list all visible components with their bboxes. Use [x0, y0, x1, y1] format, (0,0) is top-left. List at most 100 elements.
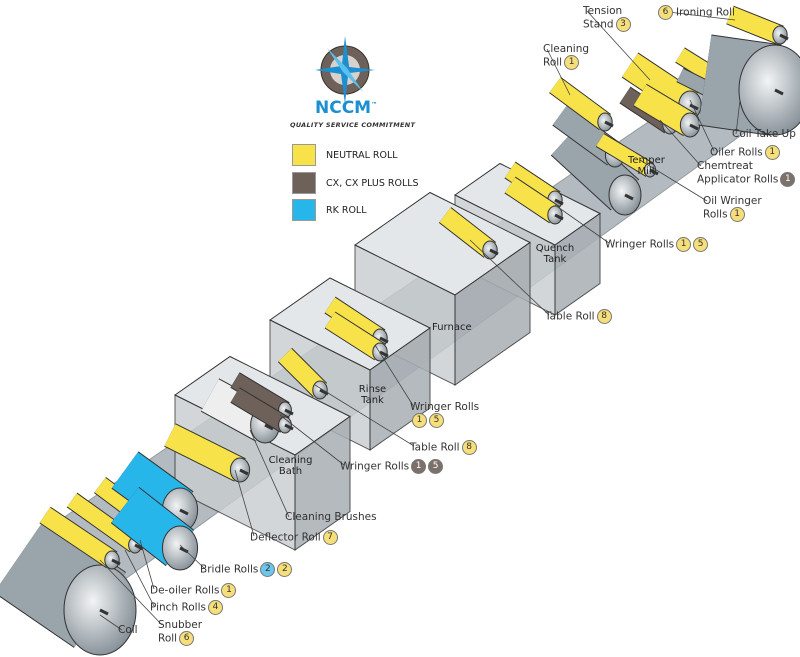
- callout-text: Ironing Roll: [676, 6, 735, 19]
- callout-badge-neutral: 7: [322, 530, 338, 545]
- table-roll-body: [439, 207, 496, 258]
- table-roll-shaft: [319, 388, 329, 396]
- legend-item-neutral: NEUTRAL ROLL: [292, 144, 398, 166]
- deflector-roll-shaft: [239, 468, 249, 476]
- coil-leader: [99, 614, 123, 631]
- furnace-side: [454, 241, 531, 386]
- cleaning-roll-shaft: [604, 120, 614, 128]
- quench-tank-side: [554, 212, 601, 316]
- callout-text: Bridle Rolls: [200, 563, 259, 576]
- chemtreat-applicator-rolls-leader: [659, 119, 702, 167]
- wringer-roll: [324, 296, 389, 348]
- table-roll: [438, 207, 499, 260]
- coil-shaft: [99, 608, 109, 616]
- snubber-roll-body: [39, 507, 118, 568]
- deflector-roll-leader: [234, 469, 255, 537]
- callout-badge-cx: 5: [428, 459, 444, 474]
- ironing-roll: [726, 5, 789, 45]
- oil-wringer-roll-body: [596, 133, 654, 177]
- snubber-roll: [39, 506, 121, 570]
- tension-stand-roll-shaft: [689, 103, 699, 111]
- wringer-roll-shaft: [284, 423, 294, 431]
- quench-tank-label: Quench Tank: [535, 243, 575, 265]
- legend-swatch: [292, 199, 316, 221]
- ironing-roll-body: [726, 6, 784, 44]
- callout-badge-neutral: 3: [615, 17, 631, 32]
- wringer-roll-body: [230, 373, 290, 417]
- trademark: ™: [371, 101, 378, 109]
- callout-badge-rk: 2: [260, 562, 276, 577]
- wringer-roll: [324, 311, 389, 362]
- deflector-roll: [164, 423, 251, 483]
- oil-wringer-rolls-leader: [639, 159, 708, 202]
- snubber-roll-shaft: [111, 558, 121, 566]
- wringer-roll-shaft: [379, 350, 389, 358]
- callout-badge-neutral: 4: [208, 600, 223, 615]
- wringer-roll-body: [230, 388, 290, 432]
- temper-mill-roll-shaft: [624, 193, 634, 201]
- oil-wringer-roll: [595, 133, 659, 178]
- callout-badge-neutral: 8: [596, 309, 612, 324]
- bridle-rolls-leader: [179, 544, 205, 569]
- compass-rose-icon: [315, 36, 375, 104]
- callout-badge-neutral: 1: [764, 145, 780, 160]
- callout-text: Coil Take Up: [732, 128, 796, 140]
- cleaning-bath-label: Cleaning Bath: [268, 455, 313, 477]
- callout-text: Coil: [118, 624, 138, 636]
- rinse-tank-label: Rinse Tank: [358, 384, 387, 406]
- cleaning-brushes-leader: [249, 429, 290, 518]
- wringer-roll-body: [325, 297, 385, 346]
- deflector-roll-body: [164, 424, 246, 481]
- callout-badge-neutral: 6: [658, 5, 673, 20]
- temper-mill-label: Temper Mill: [628, 155, 665, 177]
- snubber-roll-leader: [99, 559, 163, 626]
- wringer-roll: [504, 176, 564, 225]
- wringer-rolls-quench-leader: [554, 204, 610, 244]
- callout-coil: Coil: [118, 624, 138, 636]
- pinch-roll-shaft: [134, 543, 144, 551]
- callout-text: Table Roll: [545, 310, 595, 323]
- logo-name-text: NCCM: [315, 98, 372, 118]
- cleaning-brushes-shaft: [264, 423, 274, 431]
- cleaning-bath-side: [294, 415, 351, 551]
- callout-badge-neutral: 1: [676, 237, 692, 252]
- callout-badge-neutral: 1: [729, 207, 745, 222]
- temper-mill-roll: [550, 124, 642, 216]
- coil-take-up: [698, 34, 800, 136]
- table-roll-shaft: [489, 248, 499, 256]
- bridle-roll: [111, 451, 199, 533]
- furnace-label: Furnace: [432, 322, 472, 333]
- coil-take-up-end: [738, 44, 800, 136]
- rinse-tank-side: [369, 327, 431, 451]
- callout-text: Wringer Rolls: [340, 460, 410, 473]
- legend-label: NEUTRAL ROLL: [326, 149, 398, 161]
- callout-badge-neutral: 5: [693, 237, 709, 252]
- callout-badge-neutral: 6: [179, 631, 195, 646]
- wringer-roll-body: [505, 177, 560, 223]
- callout-badge-neutral: 8: [461, 440, 477, 455]
- legend-label: RK ROLL: [326, 204, 367, 216]
- callout-text: Pinch Rolls: [150, 601, 206, 614]
- pinch-rolls-leader: [124, 549, 155, 607]
- oil-wringer-roll-shaft: [649, 168, 659, 176]
- cleaning-roll-body: [549, 77, 611, 130]
- callout-text: Cleaning Brushes: [285, 511, 377, 523]
- callout-text: Wringer Rolls: [605, 238, 675, 251]
- coil: [0, 517, 137, 656]
- callout-text: Table Roll: [410, 441, 460, 454]
- legend-swatch: [292, 144, 316, 166]
